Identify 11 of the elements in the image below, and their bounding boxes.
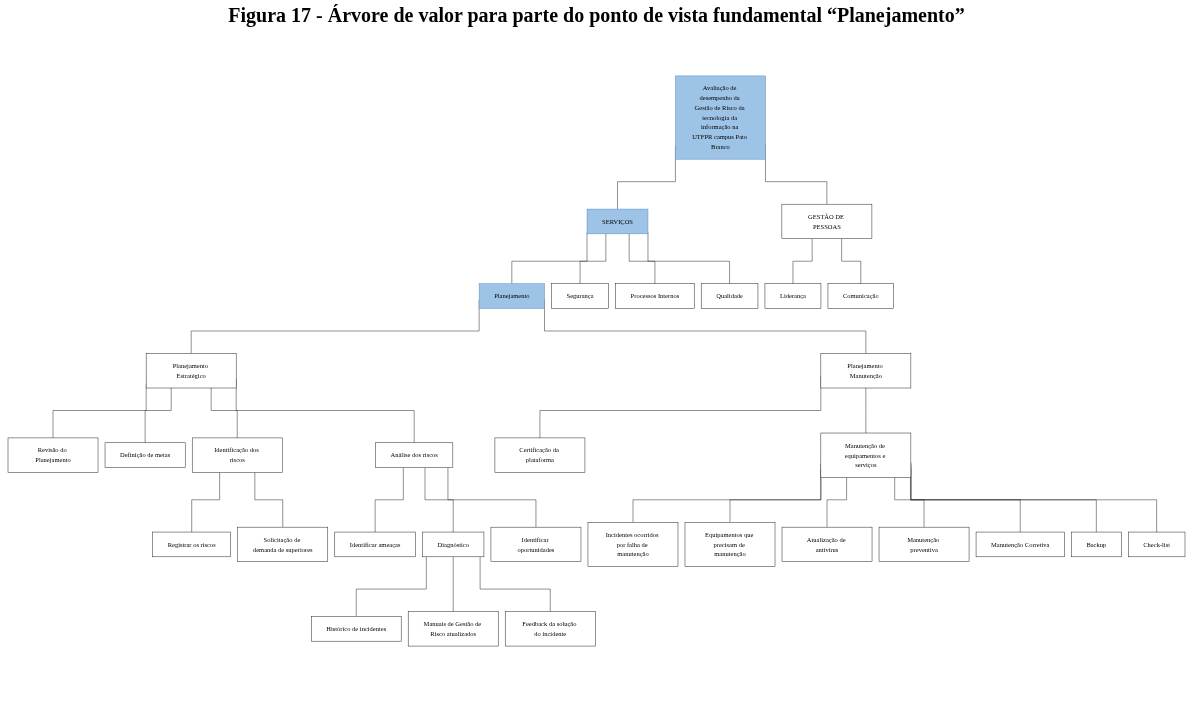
connector [210, 387, 238, 439]
connector [894, 477, 925, 528]
connector [424, 467, 454, 533]
connector [144, 387, 172, 443]
connector [826, 477, 847, 528]
figure-title: Figura 17 - Árvore de valor para parte do ponto de vista fundamental “Planejamento” [227, 4, 966, 27]
connector [447, 467, 537, 528]
connector [647, 232, 730, 284]
connector [511, 232, 588, 284]
connector [579, 233, 607, 284]
connector [628, 233, 656, 284]
